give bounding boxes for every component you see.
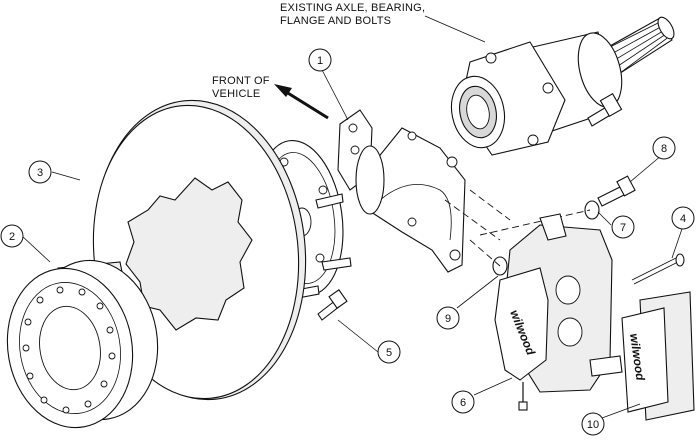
pad-logo: wilwood [627, 332, 648, 381]
leader-lines [21, 15, 684, 419]
callout-1: 1 [308, 48, 332, 72]
callout-4: 4 [671, 206, 695, 230]
flange-bolt [587, 92, 623, 127]
svg-text:3: 3 [37, 167, 43, 179]
callout-9: 9 [436, 306, 460, 330]
axle-note: EXISTING AXLE, BEARING, FLANGE AND BOLTS [280, 2, 425, 28]
svg-text:9: 9 [445, 313, 451, 325]
front-note-line-1: FRONT OF [212, 75, 270, 87]
callout-2: 2 [0, 224, 24, 248]
callout-10: 10 [581, 412, 605, 436]
svg-text:1: 1 [317, 55, 323, 67]
callout-3: 3 [28, 160, 52, 184]
rotor-bolt [317, 289, 348, 321]
front-note-line-2: VEHICLE [212, 88, 261, 100]
callout-5: 5 [377, 340, 401, 364]
callout-8: 8 [652, 136, 676, 160]
svg-text:7: 7 [620, 222, 626, 234]
cotter-pin [631, 253, 685, 285]
svg-text:6: 6 [460, 397, 466, 409]
washer [584, 200, 600, 220]
caliper-bolt [597, 175, 636, 207]
front-of-vehicle-note: FRONT OF VEHICLE [212, 75, 270, 101]
svg-text:2: 2 [9, 231, 15, 243]
callout-6: 6 [451, 390, 475, 414]
brake-pads: wilwood [621, 291, 695, 421]
svg-text:10: 10 [587, 419, 599, 431]
axle-assembly [450, 16, 675, 156]
axle-note-line-2: FLANGE AND BOLTS [280, 15, 392, 27]
front-arrow [274, 84, 329, 120]
callout-7: 7 [611, 215, 635, 239]
caliper: wilwood [494, 213, 623, 411]
drum-hat [6, 259, 159, 429]
svg-text:5: 5 [386, 347, 392, 359]
svg-text:4: 4 [680, 213, 686, 225]
drum-bolt-holes [22, 286, 116, 414]
axle-note-line-1: EXISTING AXLE, BEARING, [280, 2, 426, 14]
svg-text:8: 8 [661, 143, 667, 155]
